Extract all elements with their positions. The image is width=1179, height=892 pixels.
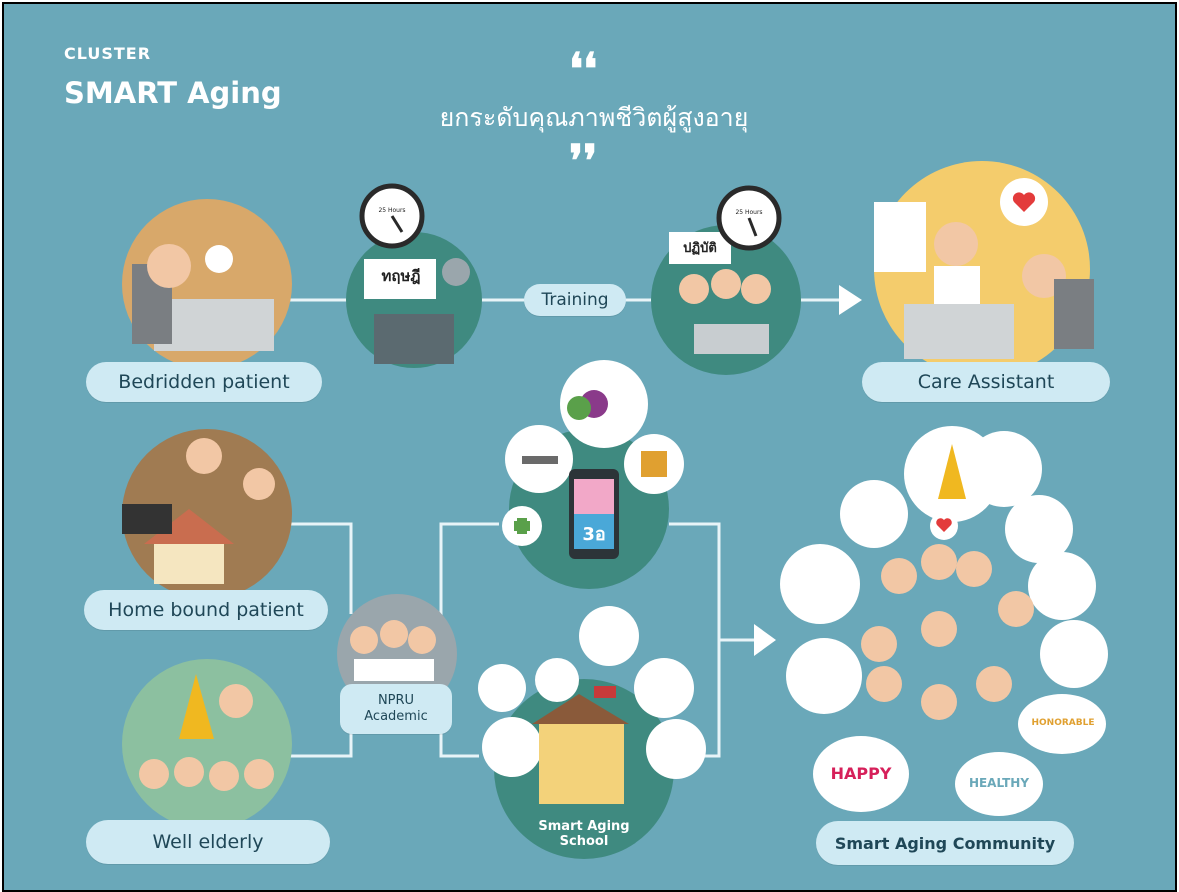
npru-label-line1: NPRU [377, 693, 415, 708]
community-illustration [780, 426, 1108, 816]
bedridden-illustration [122, 199, 292, 369]
smart-aging-school-illustration [478, 606, 706, 859]
theory-board: ทฤษฎี [381, 267, 421, 285]
arrow-to-community-icon [754, 624, 776, 656]
smart-aging-community-label: Smart Aging Community [816, 821, 1074, 865]
practice-clock-text: 25 Hours [735, 209, 763, 216]
open-quote-icon: ❛❛ [569, 44, 598, 95]
well-elderly-label: Well elderly [86, 820, 330, 864]
smart-aging-school-label: Smart Aging School [524, 819, 644, 849]
school-label-line1: Smart Aging [538, 819, 630, 834]
training-label: Training [524, 284, 626, 316]
happy-word: HAPPY [830, 764, 892, 783]
npru-academic-label: NPRU Academic [340, 684, 452, 734]
care-assistant-label: Care Assistant [862, 362, 1110, 402]
phone-3o-illustration [502, 360, 684, 589]
close-quote-icon: ❜❜ [569, 136, 598, 187]
slogan-text: ยกระดับคุณภาพชีวิตผู้สูงอายุ [439, 103, 749, 132]
well-elderly-illustration [122, 659, 292, 829]
phone-screen-text: 3อ [582, 524, 606, 545]
school-label-line2: School [559, 834, 609, 849]
connector-lines [289, 298, 839, 758]
cluster-label: CLUSTER [64, 44, 152, 63]
npru-label-line2: Academic [364, 709, 428, 724]
honorable-word: HONORABLE [1031, 718, 1095, 728]
page-title: SMART Aging [64, 76, 282, 110]
practice-training-illustration [651, 185, 801, 375]
theory-training-illustration [346, 183, 482, 368]
care-assistant-illustration [874, 161, 1094, 377]
practice-board: ปฏิบัติ [683, 241, 717, 256]
home-bound-illustration [122, 429, 292, 599]
bedridden-patient-label: Bedridden patient [86, 362, 322, 402]
diagram-canvas [122, 161, 1108, 859]
theory-clock-text: 25 Hours [378, 207, 406, 214]
home-bound-patient-label: Home bound patient [84, 590, 328, 630]
arrow-to-care-icon [839, 285, 862, 315]
healthy-word: HEALTHY [968, 776, 1030, 790]
